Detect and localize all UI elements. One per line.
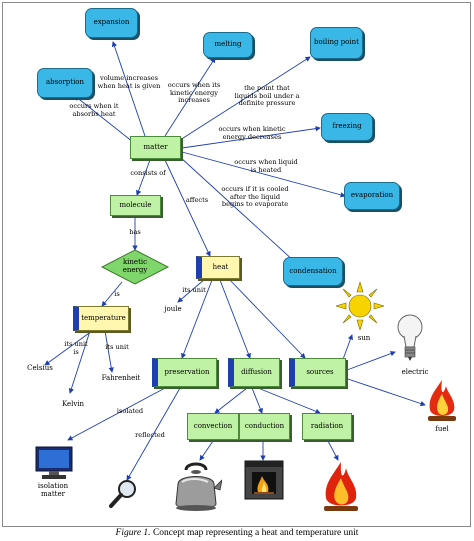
node-freezing[interactable]: freezing [321, 113, 373, 141]
label-kinetic-decreases: occurs when kinetic energy decreases [218, 125, 286, 141]
label-reflected: reflected [135, 431, 165, 439]
fireplace-icon [244, 460, 284, 500]
node-conduction[interactable]: conduction [239, 413, 290, 440]
fire-icon [428, 380, 456, 421]
label-electric: electric [401, 368, 429, 376]
node-heat[interactable]: heat [196, 256, 240, 279]
diagram-frame [2, 2, 471, 527]
monitor-icon [35, 446, 73, 479]
label-is: is [114, 290, 120, 298]
label-has: has [129, 228, 141, 236]
label-isolation-matter: isolation matter [37, 482, 69, 499]
figure-caption: Figure 1. Concept map representing a hea… [0, 528, 474, 538]
label-consists-of: consists of [130, 169, 166, 177]
node-convection[interactable]: convection [187, 413, 239, 440]
node-absorption[interactable]: absorption [37, 68, 93, 98]
node-preservation[interactable]: preservation [152, 358, 217, 387]
label-celsius: Celsius [27, 364, 53, 372]
sun-icon [336, 282, 384, 330]
label-liquid-heated: occurs when liquid is heated [234, 158, 298, 174]
label-cooled: occurs if it is cooled after the liquid … [221, 185, 289, 209]
node-melting[interactable]: melting [203, 32, 253, 58]
label-fuel: fuel [435, 425, 449, 433]
label-volume-increases: volume increases when heat is given [97, 74, 161, 90]
node-molecule[interactable]: molecule [110, 195, 161, 216]
node-diffusion[interactable]: diffusion [228, 358, 280, 387]
label-sun: sun [357, 334, 371, 342]
label-boiling: the point that liquids boil under a defi… [234, 84, 300, 108]
node-evaporation[interactable]: evaporation [344, 182, 400, 210]
node-kinetic-energy[interactable]: kinetic energy [122, 258, 148, 274]
label-its-unit-fahrenheit: its unit [105, 343, 129, 351]
label-its-unit-celsius: its unit is [64, 340, 88, 356]
node-boiling-point[interactable]: boiling point [310, 27, 363, 59]
label-fahrenheit: Fahrenheit [101, 374, 141, 382]
flame-icon [324, 462, 358, 511]
light-bulb-icon [397, 314, 423, 361]
caption-text: Concept map representing a heat and temp… [150, 528, 359, 538]
node-condensation[interactable]: condensation [283, 257, 343, 286]
label-isolated: isolated [116, 407, 144, 415]
node-temperature[interactable]: temperature [73, 306, 129, 331]
magnifier-icon [109, 480, 136, 508]
node-sources[interactable]: sources [289, 358, 346, 387]
label-absorbs-heat: occurs when it absorbs heat [69, 102, 119, 118]
node-matter[interactable]: matter [130, 136, 181, 159]
label-joule: joule [164, 305, 182, 313]
label-its-unit-heat: its unit [182, 286, 206, 294]
label-occurs-melting: occurs when its kinetic energy increases [167, 81, 221, 105]
kettle-icon [175, 462, 222, 511]
node-expansion[interactable]: expansion [85, 8, 138, 38]
node-radiation[interactable]: radiation [302, 413, 352, 440]
label-affects: affects [185, 196, 209, 204]
label-kelvin: Kelvin [61, 400, 85, 408]
caption-figure-number: Figure 1. [115, 528, 151, 538]
